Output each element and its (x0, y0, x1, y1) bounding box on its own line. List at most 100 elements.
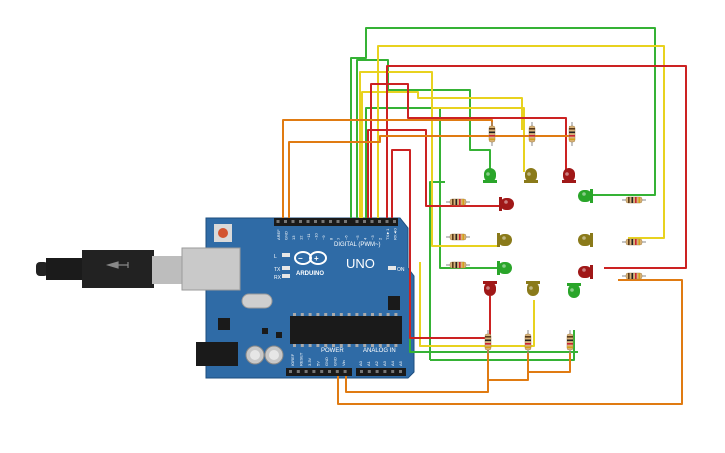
led[interactable] (578, 233, 593, 247)
analog-header[interactable] (356, 368, 406, 376)
resistor[interactable] (622, 272, 646, 280)
wire-green-5[interactable] (429, 181, 445, 360)
digital-pin-hole[interactable] (355, 220, 359, 223)
wire-red-2[interactable] (386, 65, 687, 269)
l-label: L (274, 254, 277, 260)
power-pin-label: 3.3V (307, 357, 312, 366)
wire-yellow-3[interactable] (377, 45, 665, 239)
usb-b-jack (181, 247, 241, 291)
digital-pin-hole[interactable] (276, 220, 280, 223)
power-pin-hole[interactable] (289, 370, 292, 373)
digital-pin-hole[interactable] (314, 220, 317, 223)
wire-green-2[interactable] (350, 27, 656, 218)
led[interactable] (567, 283, 581, 298)
wire-red-3[interactable] (391, 149, 491, 339)
chip-pin (347, 313, 351, 316)
analog-pin-hole[interactable] (399, 370, 402, 373)
digital-pin-hole[interactable] (329, 220, 332, 223)
atmega-microcontroller (290, 316, 402, 344)
analog-pin-hole[interactable] (391, 370, 395, 373)
wire-red-4[interactable] (367, 129, 500, 218)
analog-pin-label: A0 (358, 360, 363, 366)
power-pin-hole[interactable] (328, 370, 331, 373)
wire-orange-5[interactable] (488, 352, 571, 381)
digital-pin-hole[interactable] (336, 220, 340, 223)
crystal-oscillator (241, 293, 273, 309)
digital-pin-hole[interactable] (321, 220, 325, 223)
resistor[interactable] (446, 198, 470, 206)
resistor[interactable] (568, 122, 576, 146)
digital-pin-hole[interactable] (299, 220, 302, 223)
digital-pin-hole[interactable] (284, 220, 287, 223)
resistor[interactable] (528, 122, 536, 146)
power-pin-label: Vin (341, 360, 346, 366)
power-pin-hole[interactable] (335, 370, 339, 373)
resistor[interactable] (446, 233, 470, 241)
resistor[interactable] (446, 261, 470, 269)
analog-pin-hole[interactable] (375, 370, 379, 373)
digital-pin-hole[interactable] (370, 220, 374, 223)
wire-yellow-5[interactable] (419, 262, 535, 347)
led[interactable] (562, 168, 576, 183)
resistor[interactable] (622, 196, 646, 204)
wire-orange-4[interactable] (345, 350, 489, 393)
chip-pin (300, 313, 304, 316)
resistor[interactable] (622, 238, 646, 246)
leds[interactable] (483, 168, 593, 298)
digital-pin-hole[interactable] (363, 220, 366, 223)
power-pin-hole[interactable] (296, 370, 300, 373)
resistor[interactable] (484, 330, 492, 354)
resistors[interactable] (446, 122, 646, 354)
led[interactable] (483, 281, 497, 296)
power-header[interactable] (286, 368, 352, 376)
digital-pin-hole[interactable] (291, 220, 295, 223)
digital-pin-holes (276, 220, 396, 223)
analog-pin-hole[interactable] (367, 370, 371, 373)
resistor[interactable] (566, 330, 574, 354)
reset-button[interactable] (218, 228, 228, 238)
chip-pin (371, 313, 374, 316)
resistor[interactable] (488, 122, 496, 146)
wire-yellow-1[interactable] (359, 71, 525, 218)
digital-pin-hole[interactable] (306, 220, 310, 223)
on-label: ON (397, 267, 405, 273)
wire-red-1[interactable] (370, 83, 567, 218)
digital-pin-hole[interactable] (344, 220, 347, 223)
wire-yellow-4[interactable] (431, 108, 498, 247)
atmega-pins (293, 313, 398, 347)
led[interactable] (578, 265, 593, 279)
tx-label: TX (274, 267, 281, 273)
digital-pin-hole[interactable] (393, 220, 396, 223)
power-pin-hole[interactable] (343, 370, 347, 373)
digital-pin-hole[interactable] (378, 220, 381, 223)
rx-label: RX (274, 275, 282, 281)
bottom-pin-holes (289, 370, 402, 373)
power-pin-hole[interactable] (320, 370, 324, 373)
resistor[interactable] (524, 330, 532, 354)
led[interactable] (497, 233, 512, 247)
wire-green-4[interactable] (430, 330, 575, 361)
wires[interactable] (282, 27, 687, 405)
power-pin-hole[interactable] (304, 370, 308, 373)
analog-pin-hole[interactable] (360, 370, 363, 373)
led[interactable] (578, 189, 593, 203)
power-pin-hole[interactable] (312, 370, 316, 373)
chip-pin (363, 344, 367, 347)
wire-green-1[interactable] (356, 59, 491, 218)
led[interactable] (497, 261, 512, 275)
analog-pin-hole[interactable] (383, 370, 387, 373)
wire-orange-3[interactable] (337, 279, 683, 405)
led[interactable] (483, 168, 497, 183)
digital-header[interactable] (274, 218, 398, 226)
usb-cable[interactable] (36, 250, 184, 288)
digital-pin-label: ~10 (314, 232, 319, 240)
led[interactable] (499, 197, 514, 211)
wire-yellow-2[interactable] (361, 91, 523, 218)
led[interactable] (524, 168, 538, 183)
digital-pin-hole[interactable] (385, 220, 389, 223)
led[interactable] (526, 281, 540, 296)
